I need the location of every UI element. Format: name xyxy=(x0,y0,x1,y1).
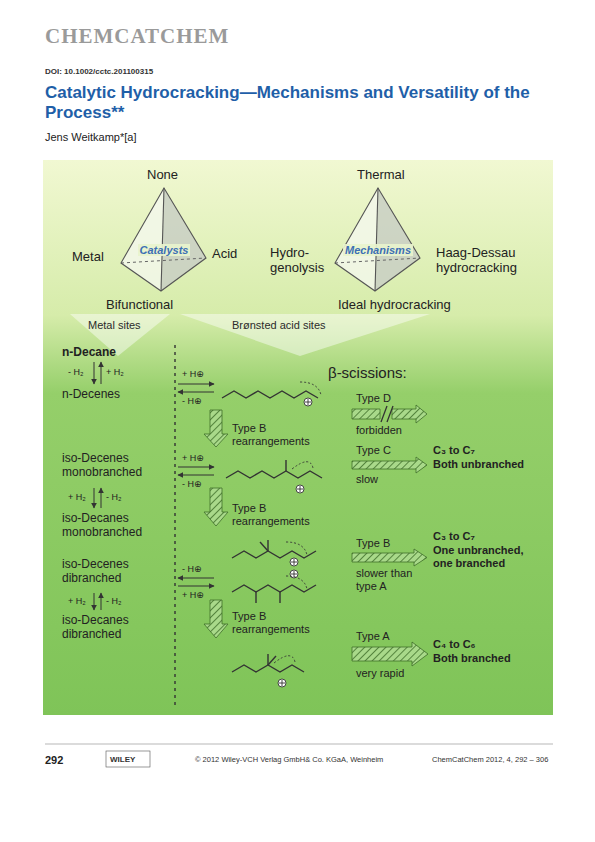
electron-shift-arrow xyxy=(286,542,307,555)
species-label: n-Decenes xyxy=(62,388,120,402)
reagent-label: - H₂ xyxy=(106,492,122,502)
step-label: Type B rearrangements xyxy=(232,610,332,635)
species-label: iso-Decenes monobranched xyxy=(62,452,162,480)
reagent-label: + H⊕ xyxy=(182,590,204,600)
doi: DOI: 10.1002/cctc.201100315 xyxy=(45,67,153,76)
step-label: Type B rearrangements xyxy=(232,502,332,527)
rearrangement-arrow xyxy=(204,410,228,638)
reagent-label: - H₂ xyxy=(106,596,122,606)
scission-rate: slow xyxy=(356,473,378,486)
site-wedge xyxy=(180,314,430,356)
reagent-label: + H₂ xyxy=(68,596,86,606)
reagent-label: - H⊕ xyxy=(182,564,202,574)
vertex-label: Thermal xyxy=(357,168,405,183)
charge-symbol xyxy=(290,558,298,566)
reagent-label: + H⊕ xyxy=(182,453,204,463)
tetrahedron: Catalysts xyxy=(120,186,208,294)
branch-bond xyxy=(268,656,276,665)
branch-bond xyxy=(267,540,268,551)
charge-symbol xyxy=(296,485,304,493)
vertex-label: Ideal hydrocracking xyxy=(338,298,451,313)
branch-bond xyxy=(279,592,280,603)
reagent-label: - H⊕ xyxy=(182,396,202,406)
publisher-logo-text: WILEY xyxy=(110,755,135,764)
scission-type: Type D xyxy=(356,392,391,405)
reagent-label: + H₂ xyxy=(106,367,124,377)
product-type: Both unbranched xyxy=(433,458,524,471)
center-label: Mechanisms xyxy=(343,244,413,256)
product-type: One unbranched, one branched xyxy=(433,544,543,569)
section-heading: β-scissions: xyxy=(328,364,407,381)
vertex-label: Bifunctional xyxy=(106,298,173,313)
article-title: Catalytic Hydrocracking—Mechanisms and V… xyxy=(45,83,545,122)
forbidden-break xyxy=(381,406,393,422)
site-label: Brønsted acid sites xyxy=(232,319,326,332)
branch-bond xyxy=(267,654,268,665)
reagent-label: - H₂ xyxy=(68,367,84,377)
vertex-label: None xyxy=(147,168,178,183)
charge-symbol xyxy=(304,398,312,406)
branch-bond xyxy=(255,592,256,603)
publisher-logo xyxy=(106,751,150,767)
reagent-label: + H⊕ xyxy=(182,369,204,379)
site-label: Metal sites xyxy=(88,319,141,332)
vertex-label: Hydro- genolysis xyxy=(270,246,332,276)
electron-shift-arrow xyxy=(274,656,295,663)
center-label: Catalysts xyxy=(138,244,191,256)
product-type: Both branched xyxy=(433,652,511,665)
scission-rate: forbidden xyxy=(356,424,402,437)
species-label: n-Decane xyxy=(62,346,116,360)
reagent-label: - H⊕ xyxy=(182,479,202,489)
tetrahedron-outline xyxy=(120,186,208,294)
carbon-chain xyxy=(232,585,316,592)
electron-shift-arrow xyxy=(300,382,321,395)
vertex-label: Metal xyxy=(72,250,104,265)
species-label: iso-Decenes dibranched xyxy=(62,558,162,586)
carbon-chain xyxy=(226,471,322,478)
charge-symbol xyxy=(278,679,286,687)
journal-header: CHEMCATCHEM xyxy=(45,24,229,48)
page-number: 292 xyxy=(45,754,63,767)
scission-type: Type C xyxy=(356,444,391,457)
reagent-label: + H₂ xyxy=(68,492,86,502)
electron-shift-arrow xyxy=(292,462,313,469)
carbon-chain xyxy=(232,551,316,558)
product-range: C₃ to C₇ xyxy=(433,530,475,543)
vertex-label: Acid xyxy=(212,247,237,262)
scission-arrow xyxy=(352,405,428,666)
product-range: C₃ to C₇ xyxy=(433,444,475,457)
author: Jens Weitkamp*[a] xyxy=(45,131,137,144)
species-label: iso-Decanes monobranched xyxy=(62,512,162,540)
branch-bond xyxy=(285,460,286,471)
copyright: © 2012 Wiley-VCH Verlag GmbH& Co. KGaA, … xyxy=(195,756,383,765)
carbon-chain xyxy=(232,665,304,672)
branch-bond xyxy=(260,542,268,551)
scission-type: Type B xyxy=(356,537,390,550)
vertex-label: Haag-Dessau hydrocracking xyxy=(436,246,541,276)
graphic-panel xyxy=(43,160,553,715)
journal-citation: ChemCatChem 2012, 4, 292 – 306 xyxy=(432,756,548,765)
tetrahedron: Mechanisms xyxy=(334,186,422,294)
carbon-chain xyxy=(222,391,318,398)
footer-rule xyxy=(45,744,553,745)
product-range: C₄ to C₆ xyxy=(433,638,476,651)
scission-rate: slower than type A xyxy=(356,567,426,592)
tetrahedron-outline xyxy=(334,186,422,294)
divider-line xyxy=(174,345,175,705)
species-label: iso-Decanes dibranched xyxy=(62,614,162,642)
step-label: Type B rearrangements xyxy=(232,422,332,447)
electron-shift-arrow xyxy=(286,576,307,589)
scission-type: Type A xyxy=(356,630,390,643)
scission-rate: very rapid xyxy=(356,667,404,680)
